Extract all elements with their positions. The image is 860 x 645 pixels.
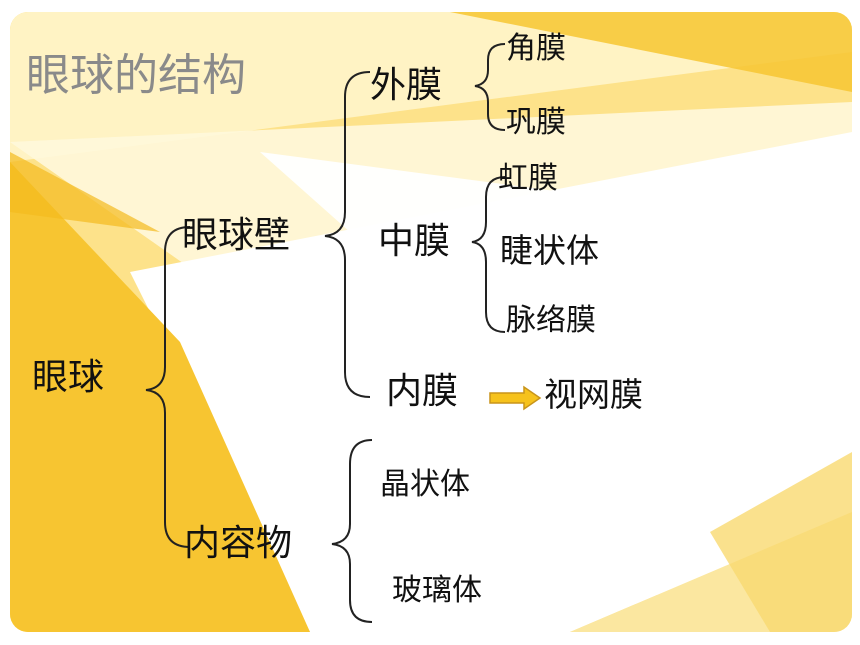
node-iris: 虹膜 [498,161,558,196]
node-eyeball: 眼球 [32,357,105,398]
node-ciliary-body: 睫状体 [500,231,599,270]
node-cornea: 角膜 [506,31,566,66]
node-outer-membrane: 外膜 [370,65,443,106]
slide: 眼球的结构 眼球 眼球壁 内容物 外膜 中膜 内膜 角膜 巩膜 虹膜 睫状体 脉… [10,12,852,632]
node-eyeball-wall: 眼球壁 [182,215,291,256]
page-title: 眼球的结构 [26,50,246,101]
node-sclera: 巩膜 [506,105,566,140]
node-eyeball-contents: 内容物 [184,523,293,564]
node-choroid: 脉络膜 [506,303,596,338]
node-middle-membrane: 中膜 [378,221,451,262]
node-inner-membrane: 内膜 [386,371,459,412]
node-retina: 视网膜 [544,375,643,414]
node-lens: 晶状体 [380,467,470,502]
node-vitreous-body: 玻璃体 [392,573,482,608]
